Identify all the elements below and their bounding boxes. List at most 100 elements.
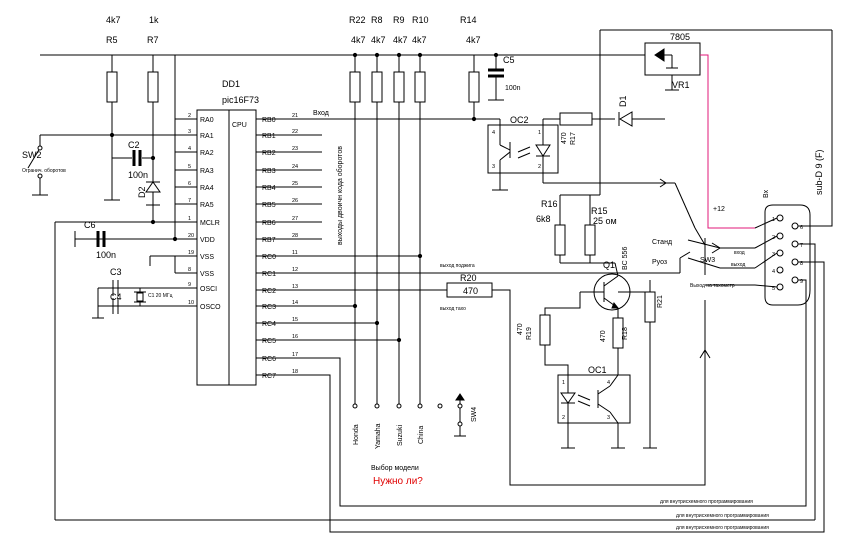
mcu-pin-number: 3 (188, 129, 191, 135)
sw2-blade (27, 147, 41, 169)
mcu-pin-name: RB0 (262, 117, 276, 124)
r9-value: 4k7 (393, 35, 408, 45)
sw2-note: Огранич. оборотов (22, 168, 66, 174)
c6-value: 100n (96, 250, 116, 260)
tacho-out-label: выход тахо (440, 306, 466, 312)
mcu-pin-name: RB3 (262, 168, 276, 175)
mcu-pin-name: RB5 (262, 202, 276, 209)
resistor-r18: R18 470 (600, 317, 629, 375)
resistor-r21: R21 (618, 280, 664, 448)
tacho-out-net (492, 289, 706, 486)
r8-ref: R8 (371, 15, 383, 25)
mcu-pin-name: RA4 (200, 185, 214, 192)
connector-side: Вх (763, 189, 770, 198)
model-china: China (418, 426, 425, 444)
c3-ref: C3 (110, 267, 122, 277)
mcu-pin-number: 14 (292, 300, 298, 306)
oc2-pin-3: 3 (492, 164, 495, 170)
mcu-core-label: CPU (232, 122, 247, 129)
oc2-pin-2: 2 (538, 164, 541, 170)
mcu-part: pic16F73 (222, 95, 259, 105)
c2-ref: C2 (128, 140, 140, 150)
mcu-pin-number: 23 (292, 146, 298, 152)
r17-value: 470 (561, 132, 568, 144)
mcu-pin-name: RA5 (200, 202, 214, 209)
conn-pin-5: 5 (772, 286, 775, 292)
vr1-ref: VR1 (672, 80, 690, 90)
oc1-pin-3: 3 (607, 415, 610, 421)
r7-ref: R7 (147, 35, 159, 45)
conn-out-label: выход (731, 262, 745, 268)
mcu-pin-name: RB4 (262, 185, 276, 192)
resistor-r5: 4k7 R5 (106, 15, 121, 135)
r10-value: 4k7 (412, 35, 427, 45)
connector-ref: sub-D 9 (F) (814, 149, 824, 195)
resistor-r19: R19 470 (517, 314, 551, 346)
r5-value: 4k7 (106, 15, 121, 25)
conn-in-label: вход (734, 250, 745, 256)
mcu-pin-name: OSCO (200, 304, 221, 311)
r7-value: 1k (149, 15, 159, 25)
pullup-bank (349, 52, 426, 404)
mcu-pin-number: 9 (188, 282, 191, 288)
q1-ref: Q1 (603, 260, 615, 270)
isp-label-1: для внутрисхемного программирования (660, 499, 753, 505)
rb0-input-label: Вход (313, 110, 329, 117)
mcu-pin-number: 28 (292, 233, 298, 239)
mcu-pin-name: RC0 (262, 254, 276, 261)
capacitor-c3: C3 (110, 267, 122, 296)
r22-ref: R22 (349, 15, 366, 25)
mcu-pin-name: RC3 (262, 304, 276, 311)
mcu-pin-number: 24 (292, 164, 298, 170)
mcu-pin-name: RB6 (262, 220, 276, 227)
r5-ref: R5 (106, 35, 118, 45)
rc7-isp-net (310, 261, 825, 533)
model-suzuki: Suzuki (397, 425, 404, 446)
sw3-ref: SW3 (700, 257, 715, 264)
mcu-pin-name: VDD (200, 237, 215, 244)
oc2-ref: OC2 (510, 115, 529, 125)
r10-ref: R10 (412, 15, 429, 25)
crystal-note: С1 20 МГц (148, 293, 173, 299)
ruoz-label: Руоз (652, 259, 667, 266)
c6-ref: C6 (84, 220, 96, 230)
conn-pin-6: 6 (800, 225, 803, 231)
optocoupler-oc1: OC1 1 2 4 3 (557, 365, 631, 424)
r15-ref: R15 (591, 206, 608, 216)
oc2-pin-4: 4 (492, 130, 495, 136)
mcu-pin-number: 19 (188, 250, 194, 256)
pullup-resistor (349, 71, 361, 103)
ignition-out-label: выход поджига (440, 263, 475, 269)
optocoupler-oc2: OC2 4 3 1 2 (487, 115, 559, 174)
capacitor-c5: C5 100n (488, 52, 521, 101)
capacitor-c4: C4 (110, 292, 122, 314)
r20-ref: R20 (460, 273, 477, 283)
tacho-meter-out-label: Выход на тахометр (690, 283, 735, 289)
capacitor-c6: C6 100n (80, 220, 116, 260)
resistor-r16: R16 6k8 (536, 195, 566, 263)
mcu-pin-number: 5 (188, 164, 191, 170)
mcu-pin-name: RC5 (262, 338, 276, 345)
r18-ref: R18 (622, 327, 629, 340)
mcu-pin-name: RB7 (262, 237, 276, 244)
mcu-pin-number: 17 (292, 352, 298, 358)
resistor-r15: R15 25 ом (584, 195, 617, 263)
mcu-pin-number: 18 (292, 369, 298, 375)
pullup-resistor (371, 71, 383, 103)
isp-label-3: для внутрисхемного программирования (676, 525, 769, 531)
mcu-pin-name: MCLR (200, 220, 220, 227)
mcu-pin-number: 4 (188, 146, 191, 152)
mcu-pin-number: 15 (292, 317, 298, 323)
regulator-7805: 7805 VR1 (644, 32, 701, 91)
mcu-pin-number: 1 (188, 216, 191, 222)
capacitor-c2: C2 100n (112, 140, 156, 180)
mcu-pin-number: 10 (188, 300, 194, 306)
resistor-r14: R14 4k7 (460, 15, 481, 122)
mcu-pin-name: RB1 (262, 133, 276, 140)
r22-value: 4k7 (351, 35, 366, 45)
isp-label-2: для внутрисхемного программирования (676, 513, 769, 519)
diode-d1: D1 (618, 95, 665, 127)
r19-value: 470 (517, 323, 524, 335)
r16-ref: R16 (541, 199, 558, 209)
